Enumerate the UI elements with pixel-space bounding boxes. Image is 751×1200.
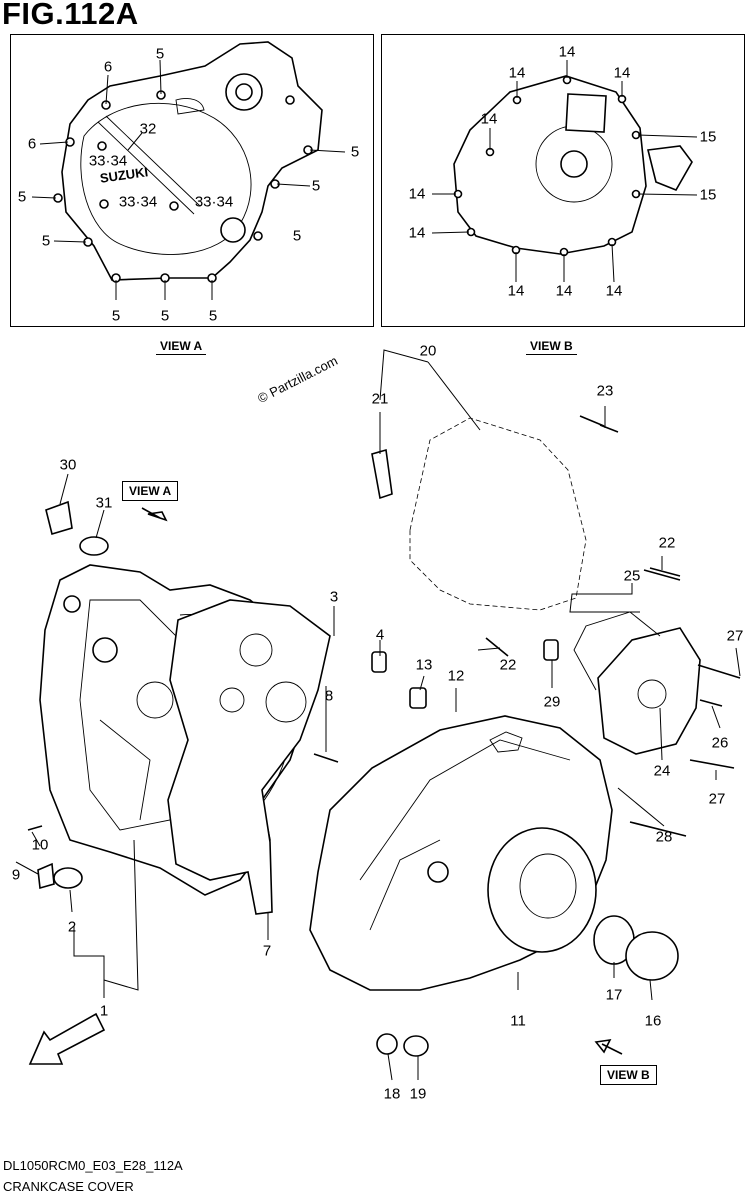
view-a-caption: VIEW A [156,339,207,355]
callout: 14 [508,64,526,82]
callout: 14 [613,64,631,82]
callout: 5 [160,307,170,325]
callout: 2 [67,918,77,936]
callout: 16 [644,1012,662,1030]
callout: 21 [371,390,389,408]
callout: 22 [499,656,517,674]
view-b-leaders [431,60,698,283]
callout: 18 [383,1085,401,1103]
view-b-tag: VIEW B [600,1065,657,1085]
direction-arrow-icon [141,507,168,522]
callout: 14 [605,282,623,300]
callout: 27 [726,627,744,645]
callout: 33·34 [88,152,128,170]
callout: 7 [262,942,272,960]
callout: 27 [708,790,726,808]
callout: 23 [596,382,614,400]
callout: 22 [658,534,676,552]
callout: 12 [447,667,465,685]
callout: 5 [208,307,218,325]
crankcase-cover-11-drawing [309,715,613,991]
callout: 5 [292,227,302,245]
view-a-frame [10,34,374,327]
fwd-arrow-icon [28,1012,106,1065]
callout: 14 [555,282,573,300]
gasket-7-drawing [167,599,331,915]
callout: 30 [59,456,77,474]
callout: 11 [510,1012,526,1030]
view-a-leaders [31,59,346,300]
callout: 33·34 [194,193,234,211]
callout: 14 [507,282,525,300]
callout: 6 [27,135,37,153]
view-b-caption: VIEW B [526,339,577,355]
callout: 14 [408,185,426,203]
callout: 15 [699,128,717,146]
callout: 1 [99,1002,109,1020]
callout: 26 [711,734,729,752]
callout: 5 [111,307,121,325]
view-b-cover-drawing [453,75,693,257]
footer-title: CRANKCASE COVER [3,1179,134,1194]
callout: 5 [155,45,165,63]
callout: 9 [11,866,21,884]
callout: 25 [623,567,641,585]
callout: 31 [95,494,113,512]
callout: 17 [605,986,623,1004]
callout: 32 [139,120,157,138]
view-a-cover-drawing [53,41,323,283]
callout: 24 [653,762,671,780]
generator-cover-20-drawing [371,417,587,611]
callout: 19 [409,1085,427,1103]
part-leaders [15,349,741,1081]
figure-title: FIG.112A [2,0,139,31]
direction-arrow-icon [594,1038,623,1055]
water-pump-cover-drawing [573,611,701,755]
view-b-frame [381,34,745,327]
callout: 28 [655,828,673,846]
callout: 3 [329,588,339,606]
callout: 5 [41,232,51,250]
callout: 5 [17,188,27,206]
callout: 5 [311,177,321,195]
callout: 6 [103,58,113,76]
callout: 14 [480,110,498,128]
callout: 14 [408,224,426,242]
callout: 8 [324,687,334,705]
callout: 15 [699,186,717,204]
small-parts-drawing [27,415,741,1057]
view-a-tag: VIEW A [122,481,179,501]
callout: 5 [350,143,360,161]
callout: 33·34 [118,193,158,211]
footer-model-code: DL1050RCM0_E03_E28_112A [3,1158,183,1173]
callout: 10 [31,836,49,854]
callout: 13 [415,656,433,674]
callout: 29 [543,693,561,711]
callout: 4 [375,626,385,644]
callout: 14 [558,43,576,61]
callout: 20 [419,342,437,360]
